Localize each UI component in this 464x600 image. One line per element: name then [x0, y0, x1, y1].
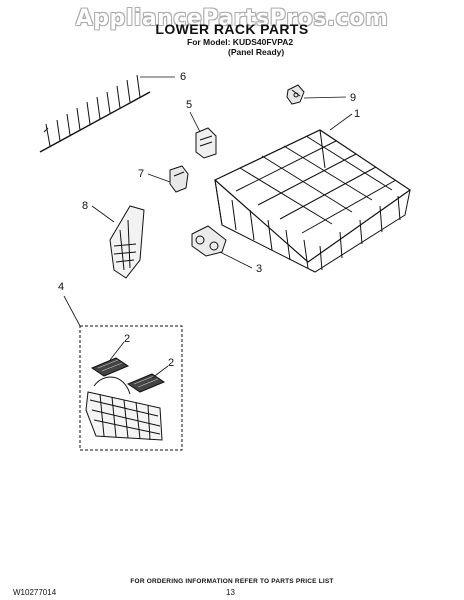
callout-6: 6 — [180, 71, 186, 83]
callout-4: 4 — [58, 281, 64, 293]
page-title: LOWER RACK PARTS — [155, 21, 309, 37]
basket-cover-part-2a — [90, 357, 130, 377]
rack-clip-part-9 — [286, 84, 305, 105]
assembly-box-part-4 — [79, 325, 183, 451]
watermark: AppliancePartsPros.com — [75, 6, 389, 31]
ordering-note: FOR ORDERING INFORMATION REFER TO PARTS … — [130, 578, 334, 585]
callout-1: 1 — [354, 108, 360, 120]
document-number: W10277014 — [13, 588, 57, 597]
callout-2a: 2 — [124, 333, 130, 345]
model-line: For Model: KUDS40FVPA2 — [187, 37, 294, 47]
tine-row-part — [39, 74, 151, 153]
small-basket-part-8 — [109, 205, 145, 279]
callout-7: 7 — [138, 168, 144, 180]
wheel-carrier-part-3 — [191, 225, 227, 257]
callout-5: 5 — [186, 99, 192, 111]
lower-rack-part-1 — [213, 129, 412, 273]
page-number: 13 — [226, 588, 235, 597]
silverware-basket — [85, 376, 163, 441]
callout-9: 9 — [350, 92, 356, 104]
clip-part-7 — [169, 165, 189, 193]
callout-2b: 2 — [168, 357, 174, 369]
bracket-part-5 — [195, 127, 217, 159]
callout-3: 3 — [256, 263, 262, 275]
basket-cover-part-2b — [126, 373, 166, 393]
model-note: (Panel Ready) — [228, 47, 285, 57]
callout-8: 8 — [82, 200, 88, 212]
